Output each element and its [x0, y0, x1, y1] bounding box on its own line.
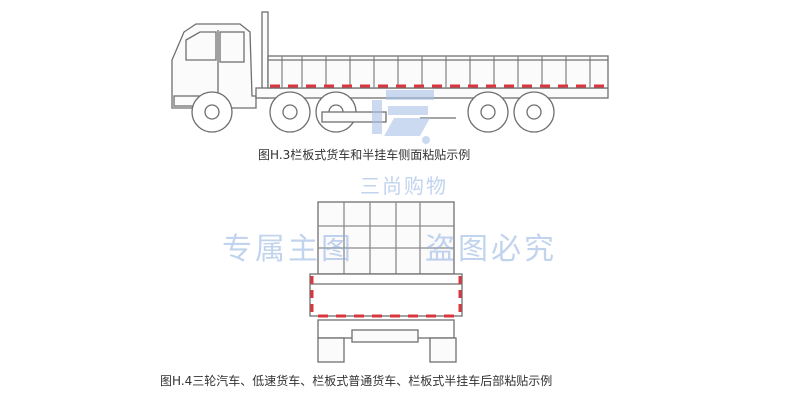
axle-housing [351, 329, 419, 343]
cab-window [185, 31, 217, 61]
cargo-frame-top [317, 201, 455, 275]
rear-wheel-left [317, 337, 345, 363]
rear-view-truck [309, 201, 463, 363]
cab-door-window [219, 31, 245, 63]
watermark-notice-left: 专属主图 [222, 232, 354, 267]
watermark-notice-right: 盗图必究 [425, 232, 557, 267]
shop-logo-icon [372, 90, 434, 144]
exhaust-stack [261, 11, 269, 99]
rear-view-caption: 图H.4三轮汽车、低速货车、栏板式普通货车、栏板式半挂车后部粘贴示例 [160, 374, 553, 388]
cargo-frame-posts [318, 202, 454, 274]
rear-wheel-right [429, 337, 457, 363]
tailgate [309, 273, 463, 317]
fuel-tank [321, 111, 387, 123]
cargo-posts [281, 56, 591, 88]
cargo-box [267, 55, 609, 89]
cab-outline [171, 23, 257, 109]
side-view-truck [171, 11, 609, 133]
side-view-caption: 图H.3栏板式货车和半挂车侧面粘贴示例 [258, 148, 471, 162]
watermark-shop-name: 三尚购物 [360, 174, 448, 198]
